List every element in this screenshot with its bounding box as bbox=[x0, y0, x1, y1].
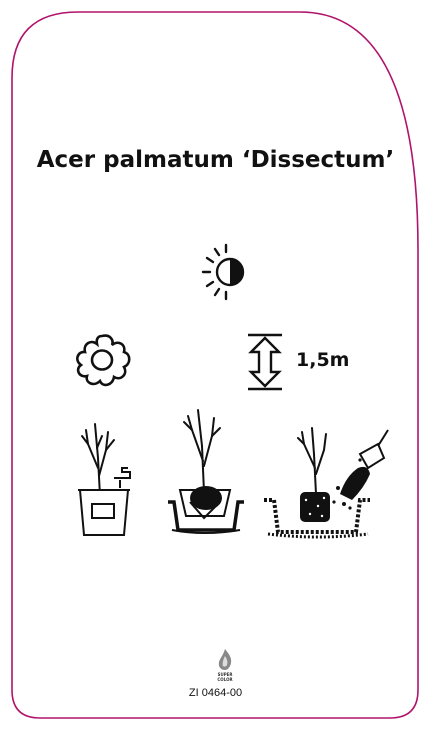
product-code: ZI 0464-00 bbox=[188, 687, 243, 699]
bucket-watering-icon bbox=[78, 423, 131, 536]
brand-line-2: COLOR bbox=[217, 677, 233, 682]
brand-line-1: SUPER bbox=[217, 672, 233, 677]
flame-logo-icon bbox=[218, 649, 232, 670]
half-sun-icon bbox=[201, 243, 245, 301]
brand-logo-text: SUPER COLOR bbox=[207, 672, 243, 682]
flower-outline-icon bbox=[76, 334, 131, 387]
height-value: 1,5m bbox=[296, 349, 350, 371]
root-ball-hole-icon bbox=[168, 409, 244, 534]
height-arrow-icon bbox=[248, 333, 282, 391]
soil-backfill-icon bbox=[264, 427, 389, 539]
plant-name: Acer palmatum ‘Dissectum’ bbox=[36, 147, 395, 173]
